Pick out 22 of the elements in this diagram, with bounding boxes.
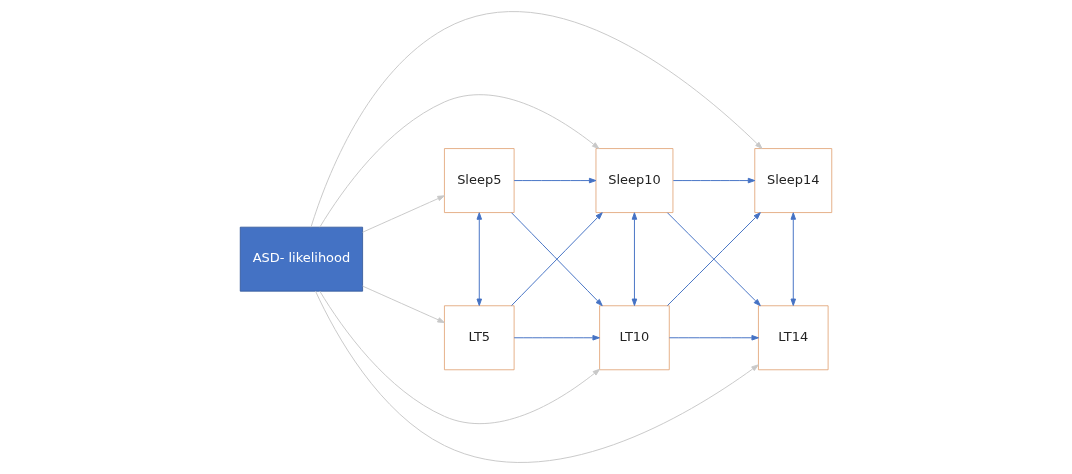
arrow: [511, 212, 603, 307]
arrow: [672, 177, 756, 184]
arrow: [513, 177, 597, 184]
node-box: Sleep14: [754, 148, 833, 213]
node-box: LT5: [444, 305, 515, 371]
arrow: [476, 212, 483, 306]
arrow: [666, 212, 761, 307]
arrow: [513, 335, 600, 341]
node-box: Sleep10: [595, 148, 674, 213]
arrow: [315, 290, 759, 463]
node-box: LT10: [599, 305, 670, 371]
arrow: [631, 212, 638, 306]
arrow: [668, 335, 759, 341]
arrow: [310, 11, 763, 228]
arrow: [319, 290, 601, 425]
arrow: [790, 212, 797, 306]
node-box: Sleep5: [444, 148, 515, 213]
arrow: [362, 195, 445, 233]
node-box: LT14: [758, 305, 829, 371]
node-box: ASD- likelihood: [239, 226, 363, 292]
arrow: [362, 285, 445, 324]
arrow: [319, 94, 600, 228]
